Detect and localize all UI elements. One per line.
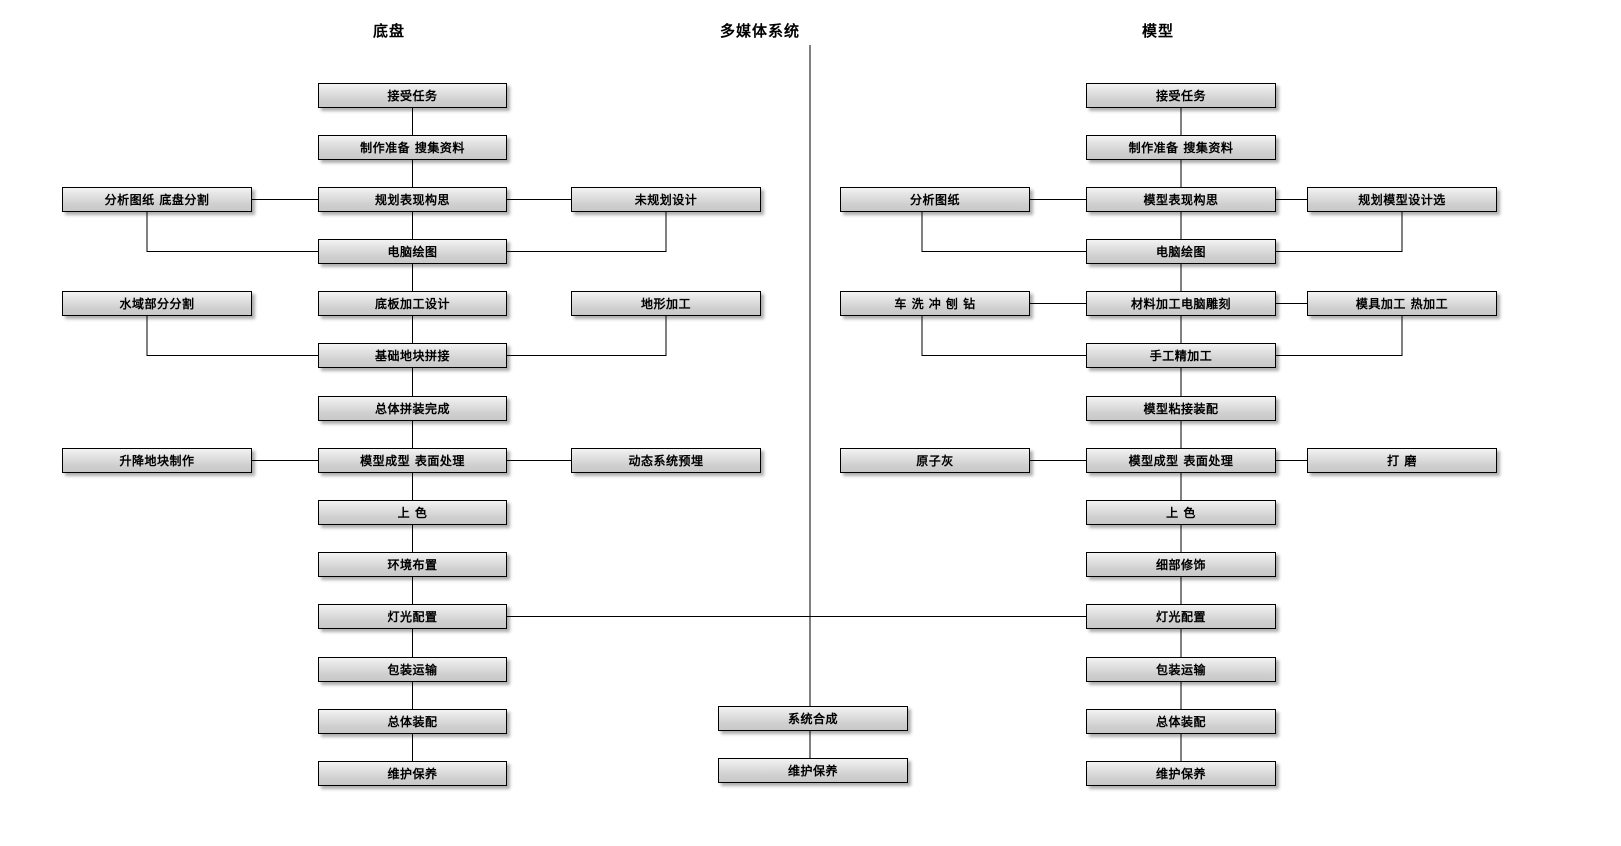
process-node-label: 系统合成 xyxy=(787,711,838,726)
process-node-r-main-3[interactable]: 模型表现构思 xyxy=(1086,187,1276,212)
process-node-c-main-3[interactable]: 规划表现构思 xyxy=(318,187,507,212)
process-node-label: 上 色 xyxy=(397,505,428,520)
column-title-model: 模型 xyxy=(1141,22,1175,40)
process-node-label: 环境布置 xyxy=(387,557,438,572)
process-node-label: 接受任务 xyxy=(387,88,438,103)
column-title-multimedia: 多媒体系统 xyxy=(719,22,801,40)
process-node-c-main-6[interactable]: 基础地块拼接 xyxy=(318,343,507,368)
process-node-label: 打 磨 xyxy=(1387,453,1417,468)
process-node-r-main-14[interactable]: 维护保养 xyxy=(1086,761,1276,786)
process-node-label: 电脑绘图 xyxy=(387,244,438,259)
process-node-label: 分析图纸 xyxy=(909,192,960,207)
process-node-r-main-5[interactable]: 材料加工电脑雕刻 xyxy=(1086,291,1276,316)
connector-line xyxy=(507,316,667,357)
process-node-label: 模型成型 表面处理 xyxy=(1128,453,1234,468)
connector-line xyxy=(921,316,1086,357)
process-node-label: 制作准备 搜集资料 xyxy=(1128,140,1234,155)
process-node-c-left-1[interactable]: 分析图纸 底盘分割 xyxy=(62,187,252,212)
process-node-r-main-2[interactable]: 制作准备 搜集资料 xyxy=(1086,135,1276,160)
process-node-label: 灯光配置 xyxy=(387,609,438,624)
process-node-r-main-9[interactable]: 上 色 xyxy=(1086,500,1276,525)
process-node-label: 底板加工设计 xyxy=(374,296,450,311)
process-node-c-main-9[interactable]: 上 色 xyxy=(318,500,507,525)
process-node-c-main-10[interactable]: 环境布置 xyxy=(318,552,507,577)
process-node-c-main-4[interactable]: 电脑绘图 xyxy=(318,239,507,264)
process-node-r-right-1[interactable]: 规划模型设计选 xyxy=(1307,187,1497,212)
process-node-label: 模型粘接装配 xyxy=(1143,401,1219,416)
process-node-label: 水域部分分割 xyxy=(119,296,195,311)
process-node-label: 总体装配 xyxy=(387,714,438,729)
process-node-label: 包装运输 xyxy=(387,662,438,677)
connector-line xyxy=(1276,316,1403,357)
process-node-label: 细部修饰 xyxy=(1155,557,1206,572)
process-node-label: 上 色 xyxy=(1166,505,1196,520)
process-node-c-main-2[interactable]: 制作准备 搜集资料 xyxy=(318,135,507,160)
process-node-m-1[interactable]: 系统合成 xyxy=(718,706,908,731)
process-node-m-2[interactable]: 维护保养 xyxy=(718,758,908,783)
process-node-r-main-13[interactable]: 总体装配 xyxy=(1086,709,1276,734)
process-node-r-main-1[interactable]: 接受任务 xyxy=(1086,83,1276,108)
process-node-r-main-6[interactable]: 手工精加工 xyxy=(1086,343,1276,368)
process-node-label: 车 洗 冲 刨 钻 xyxy=(894,296,976,311)
process-node-label: 升降地块制作 xyxy=(119,453,195,468)
process-node-label: 总体装配 xyxy=(1155,714,1206,729)
process-node-label: 电脑绘图 xyxy=(1155,244,1206,259)
process-node-c-left-2[interactable]: 水域部分分割 xyxy=(62,291,252,316)
process-node-r-main-11[interactable]: 灯光配置 xyxy=(1086,604,1276,629)
process-node-r-left-3[interactable]: 原子灰 xyxy=(840,448,1030,473)
process-node-r-main-10[interactable]: 细部修饰 xyxy=(1086,552,1276,577)
process-node-label: 模具加工 热加工 xyxy=(1355,296,1449,311)
process-node-label: 灯光配置 xyxy=(1155,609,1206,624)
process-node-label: 手工精加工 xyxy=(1149,348,1213,363)
process-node-label: 分析图纸 底盘分割 xyxy=(104,192,210,207)
process-node-label: 规划模型设计选 xyxy=(1358,192,1446,207)
connector-line xyxy=(146,212,318,253)
connector-line xyxy=(146,316,318,357)
connector-line xyxy=(507,212,667,253)
process-node-r-right-3[interactable]: 打 磨 xyxy=(1307,448,1497,473)
process-node-c-main-8[interactable]: 模型成型 表面处理 xyxy=(318,448,507,473)
process-node-label: 模型表现构思 xyxy=(1143,192,1219,207)
connector-line xyxy=(921,212,1086,253)
process-node-c-right-1[interactable]: 未规划设计 xyxy=(571,187,761,212)
process-node-label: 规划表现构思 xyxy=(374,192,450,207)
process-node-r-main-12[interactable]: 包装运输 xyxy=(1086,657,1276,682)
connector-line xyxy=(1276,212,1403,253)
process-node-label: 原子灰 xyxy=(916,453,954,468)
process-node-label: 总体拼装完成 xyxy=(374,401,450,416)
process-node-c-main-11[interactable]: 灯光配置 xyxy=(318,604,507,629)
process-node-r-main-4[interactable]: 电脑绘图 xyxy=(1086,239,1276,264)
process-node-label: 模型成型 表面处理 xyxy=(360,453,465,468)
process-node-c-main-5[interactable]: 底板加工设计 xyxy=(318,291,507,316)
process-node-label: 地形加工 xyxy=(640,296,691,311)
process-node-label: 动态系统预埋 xyxy=(628,453,704,468)
process-node-label: 包装运输 xyxy=(1155,662,1206,677)
process-node-r-right-2[interactable]: 模具加工 热加工 xyxy=(1307,291,1497,316)
process-node-c-right-3[interactable]: 动态系统预埋 xyxy=(571,448,761,473)
process-node-c-main-14[interactable]: 维护保养 xyxy=(318,761,507,786)
process-node-r-left-2[interactable]: 车 洗 冲 刨 钻 xyxy=(840,291,1030,316)
process-node-label: 接受任务 xyxy=(1155,88,1206,103)
process-node-label: 制作准备 搜集资料 xyxy=(360,140,465,155)
process-node-label: 维护保养 xyxy=(1155,766,1206,781)
process-node-c-left-3[interactable]: 升降地块制作 xyxy=(62,448,252,473)
process-node-r-main-8[interactable]: 模型成型 表面处理 xyxy=(1086,448,1276,473)
process-node-label: 材料加工电脑雕刻 xyxy=(1130,296,1231,311)
process-node-c-right-2[interactable]: 地形加工 xyxy=(571,291,761,316)
process-node-r-left-1[interactable]: 分析图纸 xyxy=(840,187,1030,212)
process-node-r-main-7[interactable]: 模型粘接装配 xyxy=(1086,396,1276,421)
process-node-label: 未规划设计 xyxy=(634,192,698,207)
process-node-c-main-1[interactable]: 接受任务 xyxy=(318,83,507,108)
process-node-label: 维护保养 xyxy=(787,763,838,778)
process-node-c-main-12[interactable]: 包装运输 xyxy=(318,657,507,682)
process-node-c-main-7[interactable]: 总体拼装完成 xyxy=(318,396,507,421)
process-node-label: 维护保养 xyxy=(387,766,438,781)
process-node-c-main-13[interactable]: 总体装配 xyxy=(318,709,507,734)
process-node-label: 基础地块拼接 xyxy=(374,348,450,363)
column-title-chassis: 底盘 xyxy=(372,22,406,40)
